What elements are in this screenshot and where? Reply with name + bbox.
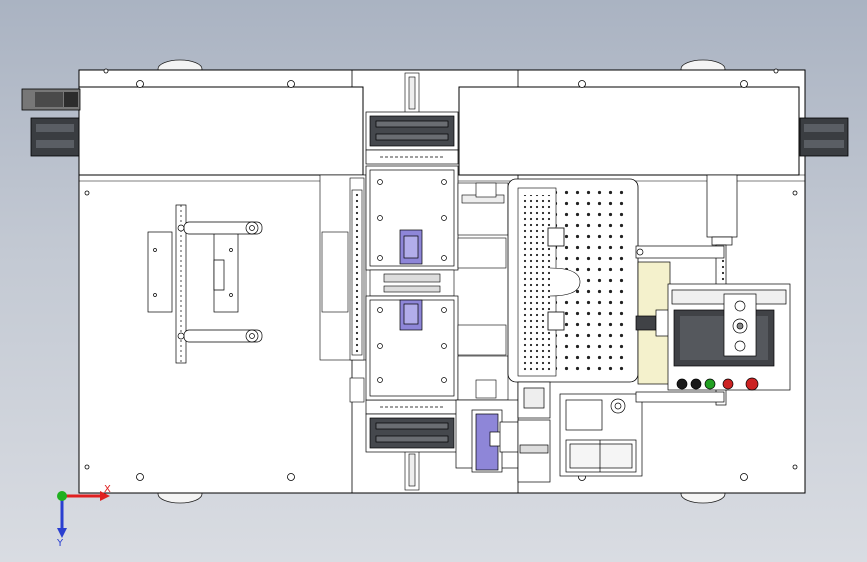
control-panel xyxy=(667,283,791,391)
left-top-cover xyxy=(78,86,364,176)
axis-triad-icon: X Y xyxy=(56,484,111,548)
right-top-cover xyxy=(458,86,800,176)
middle-linkage xyxy=(369,269,455,297)
upper-cylinder-block xyxy=(365,111,459,165)
perforated-work-table xyxy=(507,178,639,383)
right-side-extrusion xyxy=(799,117,849,157)
lower-motor-plate xyxy=(365,295,459,401)
left-fixture xyxy=(147,204,263,364)
connecting-shafts xyxy=(457,182,509,401)
button-red-1 xyxy=(722,378,734,390)
y-axis-label: Y xyxy=(56,538,64,548)
button-green xyxy=(704,378,716,390)
button-black-1 xyxy=(676,378,688,390)
left-guide-column xyxy=(319,174,367,403)
bottom-actuator xyxy=(455,399,519,473)
button-black-2 xyxy=(690,378,702,390)
x-axis-label: X xyxy=(104,484,111,495)
lower-right-assembly xyxy=(517,381,643,483)
left-side-extrusion xyxy=(21,88,81,157)
upper-motor-plate xyxy=(365,165,459,271)
lower-cylinder-block xyxy=(365,399,459,453)
button-red-2 xyxy=(745,377,759,391)
center-rails xyxy=(404,72,420,491)
